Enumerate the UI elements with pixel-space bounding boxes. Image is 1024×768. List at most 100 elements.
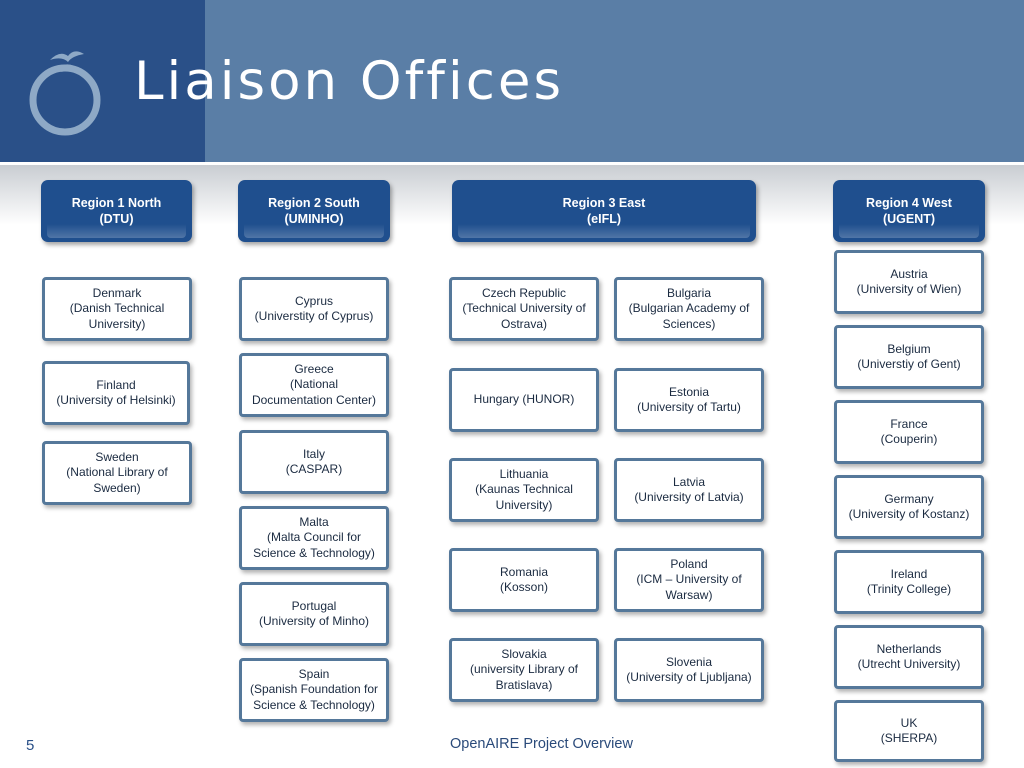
office-box-czech-republic: Czech Republic (Technical University of … xyxy=(449,277,599,341)
region-name: Region 1 North xyxy=(71,196,162,210)
office-box-latvia: Latvia (University of Latvia) xyxy=(614,458,764,522)
office-country: Netherlands xyxy=(876,641,942,656)
office-box-italy: Italy (CASPAR) xyxy=(239,430,389,494)
office-box-finland: Finland (University of Helsinki) xyxy=(42,361,190,425)
office-org-cont: Documentation Center) xyxy=(251,392,377,407)
page-number: 5 xyxy=(26,737,35,754)
office-box-lithuania: Lithuania (Kaunas Technical University) xyxy=(449,458,599,522)
office-org: (SHERPA) xyxy=(880,731,938,745)
region-name: Region 2 South xyxy=(268,196,360,210)
office-country: Portugal xyxy=(291,598,337,613)
office-country: Belgium xyxy=(887,341,931,356)
office-org: (ICM – University of xyxy=(636,572,742,587)
region-name: Region 3 East xyxy=(562,196,646,210)
office-org: (Kosson) xyxy=(499,580,549,594)
office-box-portugal: Portugal (University of Minho) xyxy=(239,582,389,646)
office-country: Hungary (HUNOR) xyxy=(473,392,575,407)
openaire-logo-icon xyxy=(29,51,101,136)
office-org: (Bulgarian Academy of xyxy=(628,301,750,316)
region-name: Region 4 West xyxy=(866,196,952,210)
office-org-cont: Ostrava) xyxy=(500,316,547,331)
office-org-cont: Science & Technology) xyxy=(253,545,375,560)
office-box-estonia: Estonia (University of Tartu) xyxy=(614,368,764,432)
office-box-france: France (Couperin) xyxy=(834,400,984,464)
header-divider xyxy=(0,162,1024,165)
office-org: (Kaunas Technical xyxy=(475,482,573,497)
region-west-header: Region 4 West (UGENT) xyxy=(833,180,985,242)
office-country: Bulgaria xyxy=(666,285,712,300)
office-org-cont: Sciences) xyxy=(662,316,716,331)
office-org: (University of Minho) xyxy=(258,614,370,628)
region-org: (UMINHO) xyxy=(284,212,344,226)
office-box-slovakia: Slovakia (university Library of Bratisla… xyxy=(449,638,599,702)
page-title: Liaison Offices xyxy=(134,51,565,112)
office-box-denmark: Denmark (Danish Technical University) xyxy=(42,277,192,341)
office-box-spain: Spain (Spanish Foundation for Science & … xyxy=(239,658,389,722)
office-box-austria: Austria (University of Wien) xyxy=(834,250,984,314)
office-country: Italy xyxy=(302,446,325,461)
office-country: Poland xyxy=(670,556,708,571)
office-box-ireland: Ireland (Trinity College) xyxy=(834,550,984,614)
office-country: Romania xyxy=(499,564,549,579)
region-org: (DTU) xyxy=(99,212,134,226)
office-org-cont: Science & Technology) xyxy=(253,697,375,712)
region-east-header: Region 3 East (eIFL) xyxy=(452,180,756,242)
office-org: (Trinity College) xyxy=(866,582,952,596)
office-org: (Technical University of xyxy=(462,301,586,316)
office-org-cont: Warsaw) xyxy=(665,587,713,602)
office-org-cont: Bratislava) xyxy=(495,677,553,692)
office-org: (University of Kostanz) xyxy=(848,507,970,521)
office-org: (Universtiy of Gent) xyxy=(857,357,961,371)
office-org: (Couperin) xyxy=(880,432,938,446)
office-country: Slovakia xyxy=(501,646,547,661)
footer-text: OpenAIRE Project Overview xyxy=(450,736,633,752)
office-box-bulgaria: Bulgaria (Bulgarian Academy of Sciences) xyxy=(614,277,764,341)
office-country: Greece xyxy=(294,361,334,376)
region-north-header: Region 1 North (DTU) xyxy=(41,180,192,242)
office-org: (University of Latvia) xyxy=(634,490,744,504)
office-org: (Utrecht University) xyxy=(857,657,961,671)
office-country: Finland xyxy=(96,377,136,392)
office-org: (Malta Council for xyxy=(266,530,362,545)
office-box-cyprus: Cyprus (Universtity of Cyprus) xyxy=(239,277,389,341)
office-org: (University of Wien) xyxy=(856,282,962,296)
office-country: Malta xyxy=(299,514,329,529)
office-country: Germany xyxy=(884,491,934,506)
region-south-header: Region 2 South (UMINHO) xyxy=(238,180,390,242)
office-box-greece: Greece (National Documentation Center) xyxy=(239,353,389,417)
office-box-netherlands: Netherlands (Utrecht University) xyxy=(834,625,984,689)
office-country: Slovenia xyxy=(665,654,713,669)
office-org: (University of Tartu) xyxy=(637,400,741,414)
office-box-belgium: Belgium (Universtiy of Gent) xyxy=(834,325,984,389)
office-org-cont: University) xyxy=(88,316,146,331)
office-org: (Danish Technical xyxy=(69,301,165,316)
office-country: Czech Republic xyxy=(481,285,567,300)
office-org: (National Library of xyxy=(66,465,168,480)
office-org-cont: University) xyxy=(495,497,553,512)
office-org: (CASPAR) xyxy=(285,462,343,476)
office-country: Denmark xyxy=(92,285,142,300)
office-country: Cyprus xyxy=(294,293,333,308)
office-country: France xyxy=(890,416,928,431)
office-box-uk: UK (SHERPA) xyxy=(834,700,984,762)
office-box-romania: Romania (Kosson) xyxy=(449,548,599,612)
office-country: Latvia xyxy=(672,474,706,489)
office-org: (University of Ljubljana) xyxy=(626,670,752,684)
office-box-poland: Poland (ICM – University of Warsaw) xyxy=(614,548,764,612)
office-org: (Spanish Foundation for xyxy=(249,682,379,697)
office-country: Estonia xyxy=(668,384,710,399)
office-country: Sweden xyxy=(95,449,139,464)
office-org: (University of Helsinki) xyxy=(56,393,176,407)
office-box-germany: Germany (University of Kostanz) xyxy=(834,475,984,539)
region-org: (eIFL) xyxy=(586,212,622,226)
office-org: (university Library of xyxy=(469,662,579,677)
office-box-hungary: Hungary (HUNOR) xyxy=(449,368,599,432)
header-logo-panel xyxy=(0,0,205,162)
office-box-malta: Malta (Malta Council for Science & Techn… xyxy=(239,506,389,570)
office-country: UK xyxy=(900,715,918,730)
office-box-slovenia: Slovenia (University of Ljubljana) xyxy=(614,638,764,702)
office-country: Ireland xyxy=(890,566,928,581)
office-country: Austria xyxy=(890,266,928,281)
office-org: (National xyxy=(289,377,339,392)
office-box-sweden: Sweden (National Library of Sweden) xyxy=(42,441,192,505)
